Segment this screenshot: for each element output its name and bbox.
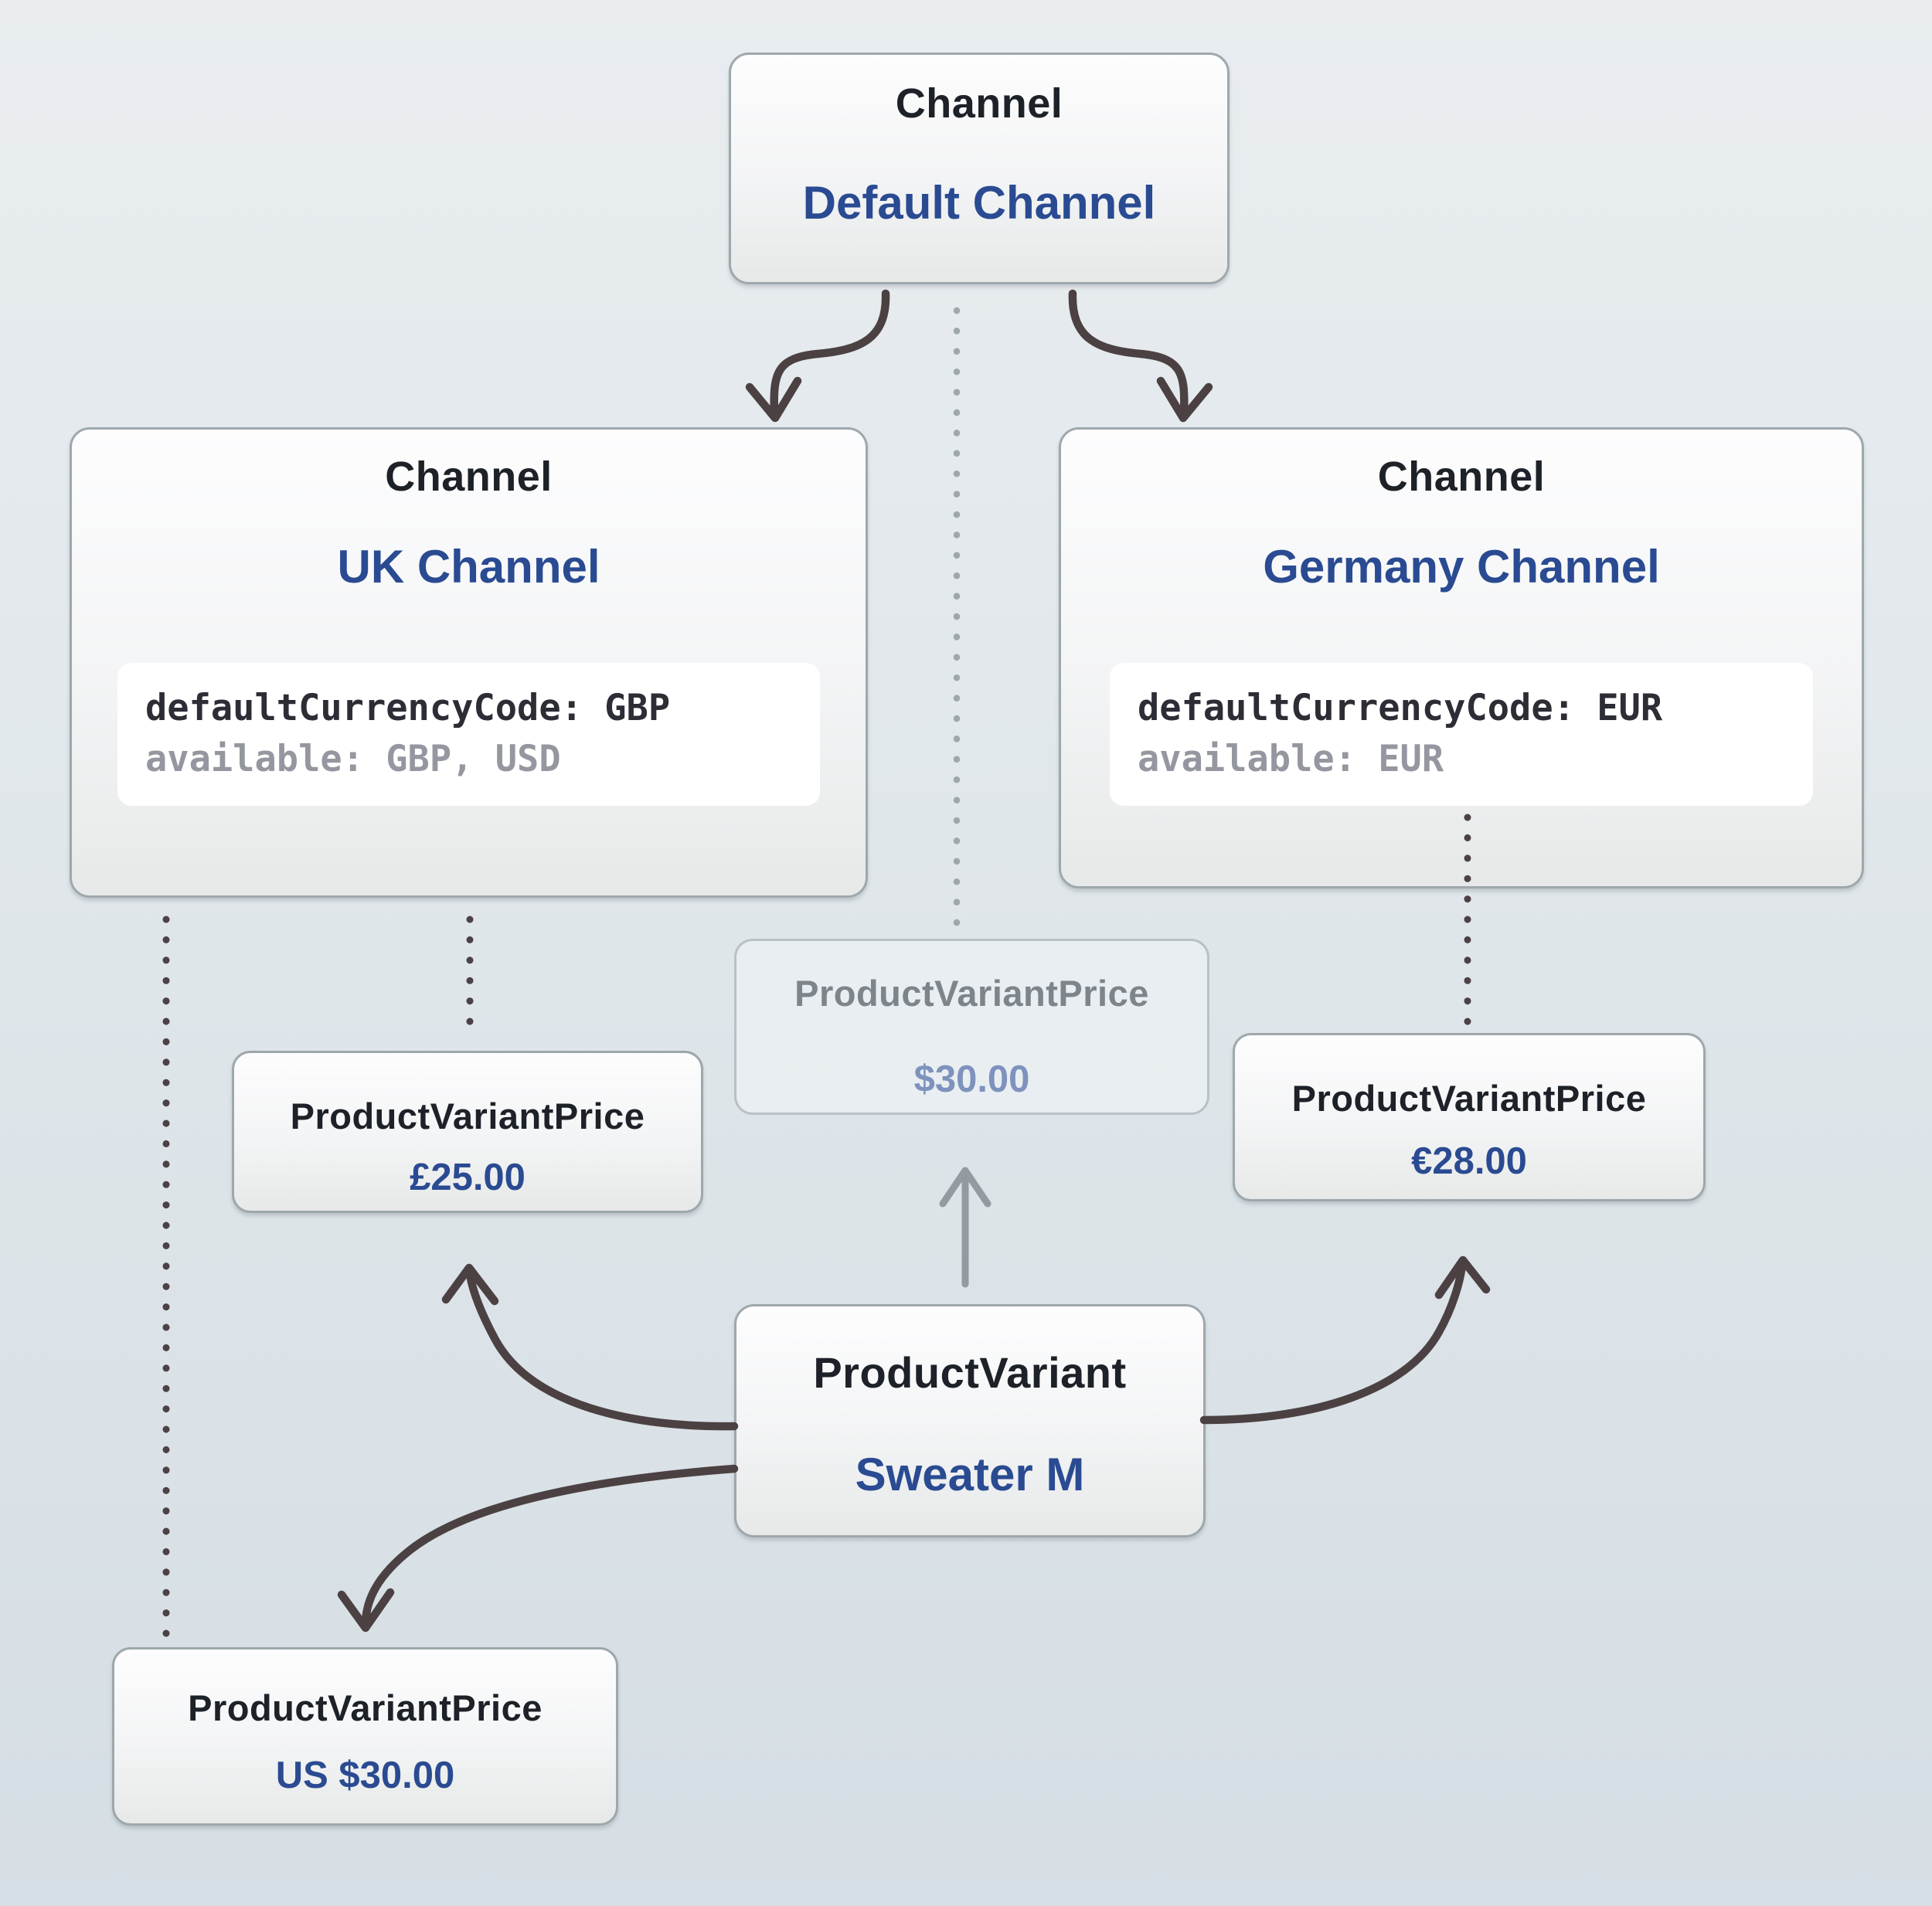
product-variant-name: Sweater M	[855, 1449, 1085, 1500]
arrowhead-down-germany	[1156, 376, 1213, 423]
uk-channel-type-label: Channel	[385, 454, 553, 500]
germany-channel-type-label: Channel	[1377, 454, 1546, 500]
arrowhead-up-germany-price	[1434, 1255, 1491, 1300]
uk-default-currency-line: defaultCurrencyCode: GBP	[145, 687, 671, 729]
arrow-default-to-germany	[1068, 289, 1213, 423]
germany-price-value: €28.00	[1411, 1140, 1527, 1182]
uk-price-type-label: ProductVariantPrice	[290, 1096, 645, 1136]
default-channel-type-label: Channel	[895, 80, 1063, 127]
uk-channel-card: Channel UK Channel defaultCurrencyCode: …	[70, 427, 868, 898]
inherited-price-value: $30.00	[913, 1058, 1030, 1100]
germany-available-currencies-line: available: EUR	[1138, 738, 1444, 780]
arrowhead-up-inherited	[939, 1167, 992, 1208]
arrow-variant-to-us-price	[337, 1464, 739, 1633]
germany-default-currency-line: defaultCurrencyCode: EUR	[1138, 687, 1663, 729]
uk-price-card: ProductVariantPrice £25.00	[232, 1051, 703, 1213]
arrow-variant-to-uk-price	[441, 1263, 739, 1431]
us-price-card: ProductVariantPrice US $30.00	[112, 1647, 618, 1826]
us-price-value: US $30.00	[275, 1755, 455, 1796]
default-channel-card: Channel Default Channel	[729, 53, 1230, 284]
arrowhead-down-uk	[745, 376, 802, 423]
germany-price-card: ProductVariantPrice €28.00	[1233, 1033, 1706, 1201]
arrow-variant-to-germany-price	[1199, 1255, 1491, 1425]
us-price-type-label: ProductVariantPrice	[188, 1687, 543, 1728]
arrowhead-up-uk-price	[441, 1263, 499, 1306]
arrowhead-down-us-price	[337, 1588, 395, 1633]
uk-channel-currency-code-block: defaultCurrencyCode: GBP available: GBP,…	[117, 663, 820, 806]
germany-price-type-label: ProductVariantPrice	[1291, 1078, 1647, 1119]
germany-channel-card: Channel Germany Channel defaultCurrencyC…	[1059, 427, 1864, 888]
uk-channel-name: UK Channel	[337, 541, 600, 593]
germany-channel-name: Germany Channel	[1263, 541, 1660, 593]
product-variant-type-label: ProductVariant	[813, 1348, 1127, 1397]
inherited-price-type-label: ProductVariantPrice	[794, 973, 1149, 1014]
germany-channel-currency-code-block: defaultCurrencyCode: EUR available: EUR	[1110, 663, 1813, 806]
product-variant-card: ProductVariant Sweater M	[734, 1304, 1206, 1537]
arrow-variant-to-inherited-price	[939, 1167, 992, 1288]
inherited-price-card: ProductVariantPrice $30.00	[734, 939, 1209, 1115]
arrow-default-to-uk	[745, 289, 890, 423]
default-channel-name: Default Channel	[802, 177, 1156, 229]
uk-price-value: £25.00	[410, 1157, 526, 1198]
uk-available-currencies-line: available: GBP, USD	[145, 738, 561, 780]
